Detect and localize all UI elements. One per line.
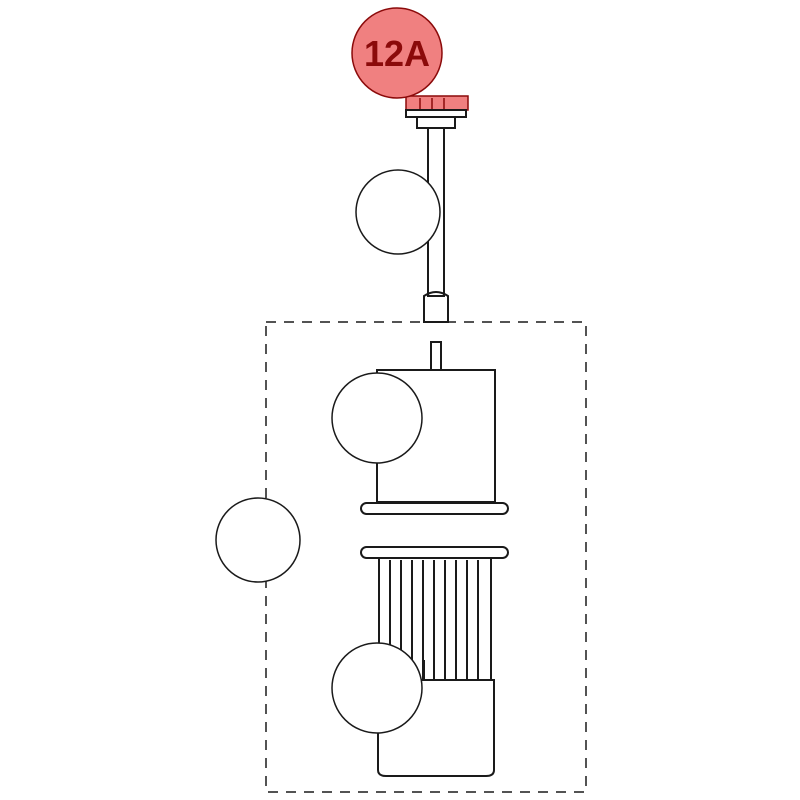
filter-ribs: [389, 560, 479, 680]
top-cap-flange: [405, 109, 467, 118]
callout-2[interactable]: [355, 169, 441, 255]
callout-12a[interactable]: 12A: [351, 7, 443, 99]
top-cap-highlight: [405, 95, 469, 111]
pin-part[interactable]: [430, 341, 442, 371]
filter-cartridge-part[interactable]: [378, 557, 492, 681]
upper-gasket-part[interactable]: [360, 502, 509, 515]
callout-4[interactable]: [215, 497, 301, 583]
callout-3[interactable]: [331, 372, 423, 464]
lower-gasket-part[interactable]: [360, 546, 509, 559]
bottom-bowl-part[interactable]: [377, 660, 495, 777]
callout-12a-circle: [351, 7, 443, 99]
callout-5[interactable]: [331, 642, 423, 734]
top-cap-collar: [416, 116, 456, 129]
top-cap-part[interactable]: [405, 95, 469, 129]
callout-12a-label: 12A: [364, 33, 430, 74]
rod-foot: [423, 291, 449, 323]
